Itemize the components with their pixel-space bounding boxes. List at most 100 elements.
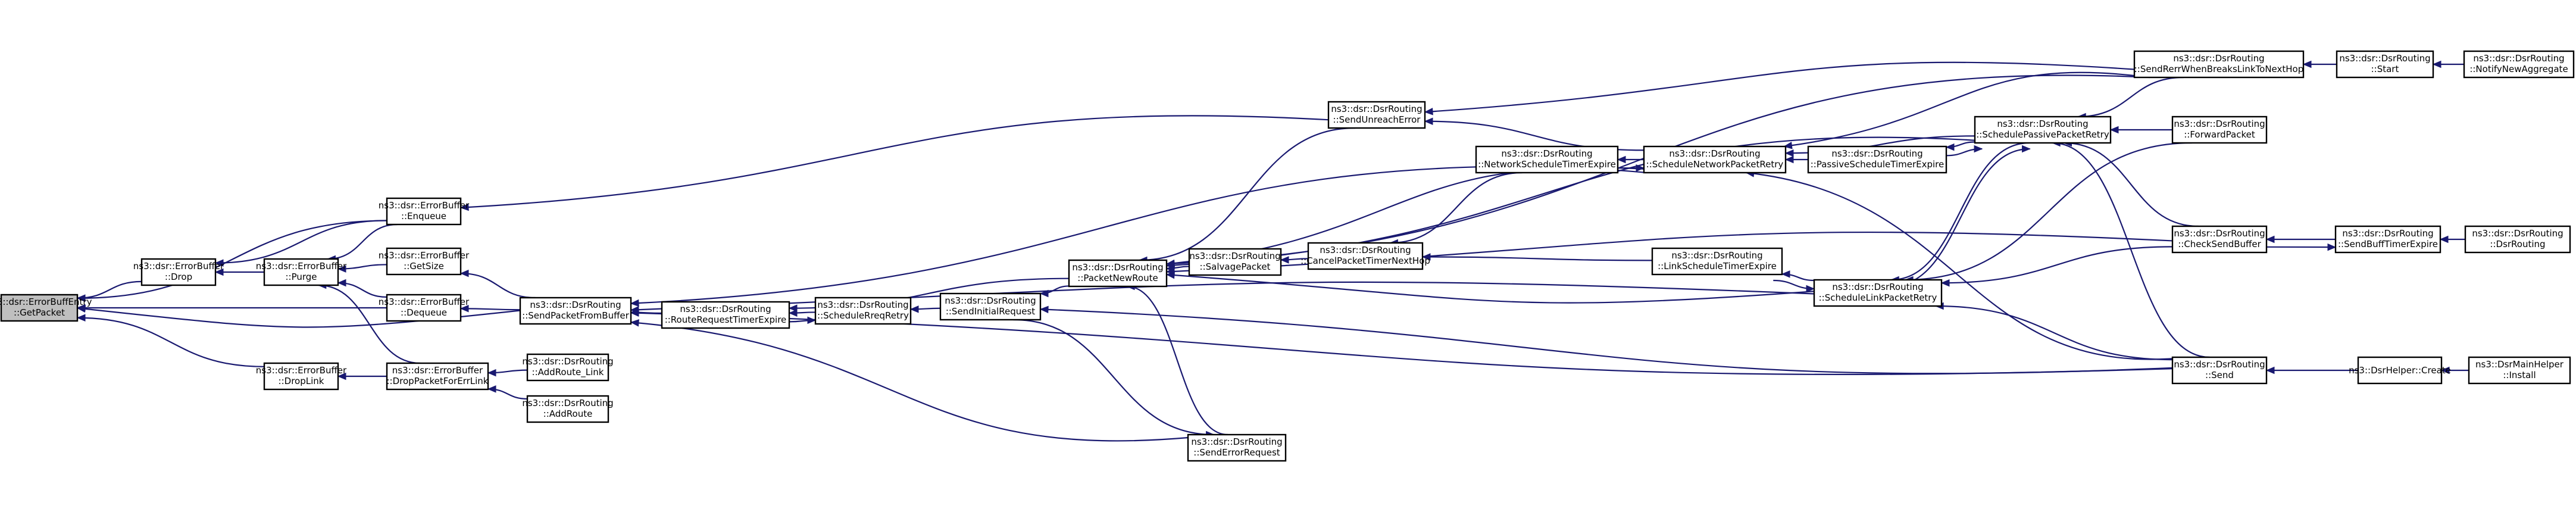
node-box[interactable] [386,247,462,276]
node-box[interactable] [2336,50,2434,79]
graph-node-n9[interactable]: ns3::dsr::DsrRouting::AddRoute [522,395,614,423]
edge-n13-to-n24 [1013,319,1214,436]
graph-node-n28[interactable]: ns3::dsr::DsrRouting::Send [2171,356,2268,385]
graph-node-n25[interactable]: ns3::dsr::DsrRouting::SendRerrWhenBreaks… [2133,50,2305,79]
node-box[interactable] [386,362,489,391]
node-box[interactable] [263,258,339,286]
edge-arrowhead [1617,155,1626,164]
node-box[interactable] [2463,50,2575,79]
graph-node-n15[interactable]: ns3::dsr::DsrRouting::SalvagePacket [1188,248,1282,276]
edge-n23-to-n22 [1891,142,2030,281]
node-box[interactable] [2468,356,2571,385]
node-box[interactable] [2133,50,2305,79]
node-box[interactable] [526,395,609,423]
edge-arrowhead [1784,149,1794,157]
graph-node-n10[interactable]: ns3::dsr::DsrRouting::SendPacketFromBuff… [519,297,632,325]
edge-arrowhead [807,316,817,324]
graph-node-n24[interactable]: ns3::dsr::DsrRouting::SendErrorRequest [1187,433,1287,462]
node-box[interactable] [661,301,790,329]
edge-n1-to-n0 [77,280,142,299]
graph-node-n11[interactable]: ns3::dsr::DsrRouting::RouteRequestTimerE… [661,301,790,329]
edge-arrowhead [337,265,346,273]
graph-node-n7[interactable]: ns3::dsr::ErrorBuffer::DropPacketForErrL… [386,362,489,391]
node-label-namespace: ns3::dsr::ErrorBuffer [256,365,347,376]
edge-arrowhead [487,385,496,393]
graph-node-n31[interactable]: ns3::dsr::DsrRouting::SendBuffTimerExpir… [2334,225,2441,254]
node-box[interactable] [1643,145,1787,174]
graph-node-n30[interactable]: ns3::dsr::DsrRouting::NotifyNewAggregate [2463,50,2575,79]
node-box[interactable] [1188,248,1282,276]
node-box[interactable] [1813,279,1943,307]
node-box[interactable] [526,353,609,382]
node-label-namespace: ns3::dsr::DsrRouting [522,356,613,367]
graph-node-n33[interactable]: ns3::DsrHelper::Create [2349,356,2451,385]
node-label-namespace: ns3::dsr::DsrRouting [945,295,1036,306]
graph-node-n23[interactable]: ns3::dsr::DsrRouting::SchedulePassivePac… [1974,116,2112,144]
node-box[interactable] [386,197,462,226]
graph-node-n21[interactable]: ns3::dsr::DsrRouting::LinkScheduleTimerE… [1651,247,1783,276]
graph-node-n27[interactable]: ns3::dsr::DsrRouting::CheckSendBuffer [2171,225,2268,254]
graph-node-n5[interactable]: ns3::dsr::ErrorBuffer::Dequeue [379,294,470,322]
node-box[interactable] [1068,259,1168,288]
node-box[interactable] [1327,101,1426,129]
graph-node-n8[interactable]: ns3::dsr::DsrRouting::AddRoute_Link [522,353,614,382]
node-box[interactable] [0,294,79,322]
node-box[interactable] [519,297,632,325]
node-label-namespace: ns3::dsr::DsrRouting [1072,262,1163,273]
node-label-namespace: ns3::dsr::ErrorBuffer [392,365,483,376]
node-label-method: ::PacketNewRoute [1077,273,1158,283]
node-box[interactable] [1475,145,1619,174]
edge-arrowhead [1940,279,1950,287]
edge-arrowhead [487,369,496,377]
node-box[interactable] [814,297,912,325]
graph-node-n2[interactable]: ns3::dsr::ErrorBuffer::Purge [256,258,347,286]
graph-node-n1[interactable]: ns3::dsr::ErrorBuffer::Drop [133,258,224,286]
node-box[interactable] [386,294,462,322]
node-box[interactable] [1807,145,1947,174]
graph-node-n14[interactable]: ns3::dsr::DsrRouting::PacketNewRoute [1068,259,1168,288]
node-box[interactable] [2357,356,2443,385]
node-label-namespace: ns3::dsr::ErrorBuffer [379,200,470,211]
node-box[interactable] [1974,116,2112,144]
edge-n10-to-n4 [460,273,536,299]
node-box[interactable] [939,292,1042,321]
graph-node-n17[interactable]: ns3::dsr::DsrRouting::SendUnreachError [1327,101,1426,129]
node-box[interactable] [2171,225,2268,254]
graph-node-n12[interactable]: ns3::dsr::DsrRouting::ScheduleRreqRetry [814,297,912,325]
graph-node-n32[interactable]: ns3::dsr::DsrRouting::DsrRouting [2464,225,2571,254]
edge-arrowhead [1945,143,1955,151]
node-label-namespace: ns3::dsr::DsrRouting [1320,245,1411,255]
node-box[interactable] [1187,433,1287,462]
node-label-method: ::DropLink [279,376,324,386]
edge-arrowhead [1421,253,1431,261]
node-label-method: ::PassiveScheduleTimerExpire [1811,159,1944,170]
graph-node-n29[interactable]: ns3::dsr::DsrRouting::Start [2336,50,2434,79]
graph-node-n20[interactable]: ns3::dsr::DsrRouting::PassiveScheduleTim… [1807,145,1947,174]
graph-node-n4[interactable]: ns3::dsr::ErrorBuffer::GetSize [379,247,470,276]
edge-n24-to-n14 [1127,285,1228,436]
node-box[interactable] [2171,356,2268,385]
node-box[interactable] [2171,116,2268,144]
node-box[interactable] [2464,225,2571,254]
node-label-namespace: ns3::dsr::DsrRouting [1671,250,1762,261]
graph-node-n26[interactable]: ns3::dsr::DsrRouting::ForwardPacket [2171,116,2268,144]
graph-node-n0[interactable]: ns3::dsr::ErrorBuffEntry::GetPacket [0,294,92,322]
graph-node-n6[interactable]: ns3::dsr::ErrorBuffer::DropLink [256,362,347,391]
graph-node-n3[interactable]: ns3::dsr::ErrorBuffer::Enqueue [379,197,470,226]
graph-node-n18[interactable]: ns3::dsr::DsrRouting::NetworkScheduleTim… [1475,145,1619,174]
graph-node-n19[interactable]: ns3::dsr::DsrRouting::ScheduleNetworkPac… [1643,145,1787,174]
nodes-layer: ns3::dsr::ErrorBuffEntry::GetPacketns3::… [0,50,2575,462]
node-box[interactable] [1307,242,1424,270]
graph-node-n13[interactable]: ns3::dsr::DsrRouting::SendInitialRequest [939,292,1042,321]
graph-node-n34[interactable]: ns3::DsrMainHelper::Install [2468,356,2571,385]
graph-node-n16[interactable]: ns3::dsr::DsrRouting::CancelPacketTimerN… [1300,242,1430,270]
node-label-namespace: ns3::dsr::ErrorBuffEntry [0,297,92,307]
node-box[interactable] [263,362,339,391]
edge-n28-to-n13 [1040,308,2173,375]
node-label-method: ::DsrRouting [2490,239,2545,249]
node-box[interactable] [1651,247,1783,276]
node-label-method: ::Dequeue [401,307,447,318]
node-box[interactable] [2334,225,2441,254]
node-box[interactable] [140,258,217,286]
graph-node-n22[interactable]: ns3::dsr::DsrRouting::ScheduleLinkPacket… [1813,279,1943,307]
